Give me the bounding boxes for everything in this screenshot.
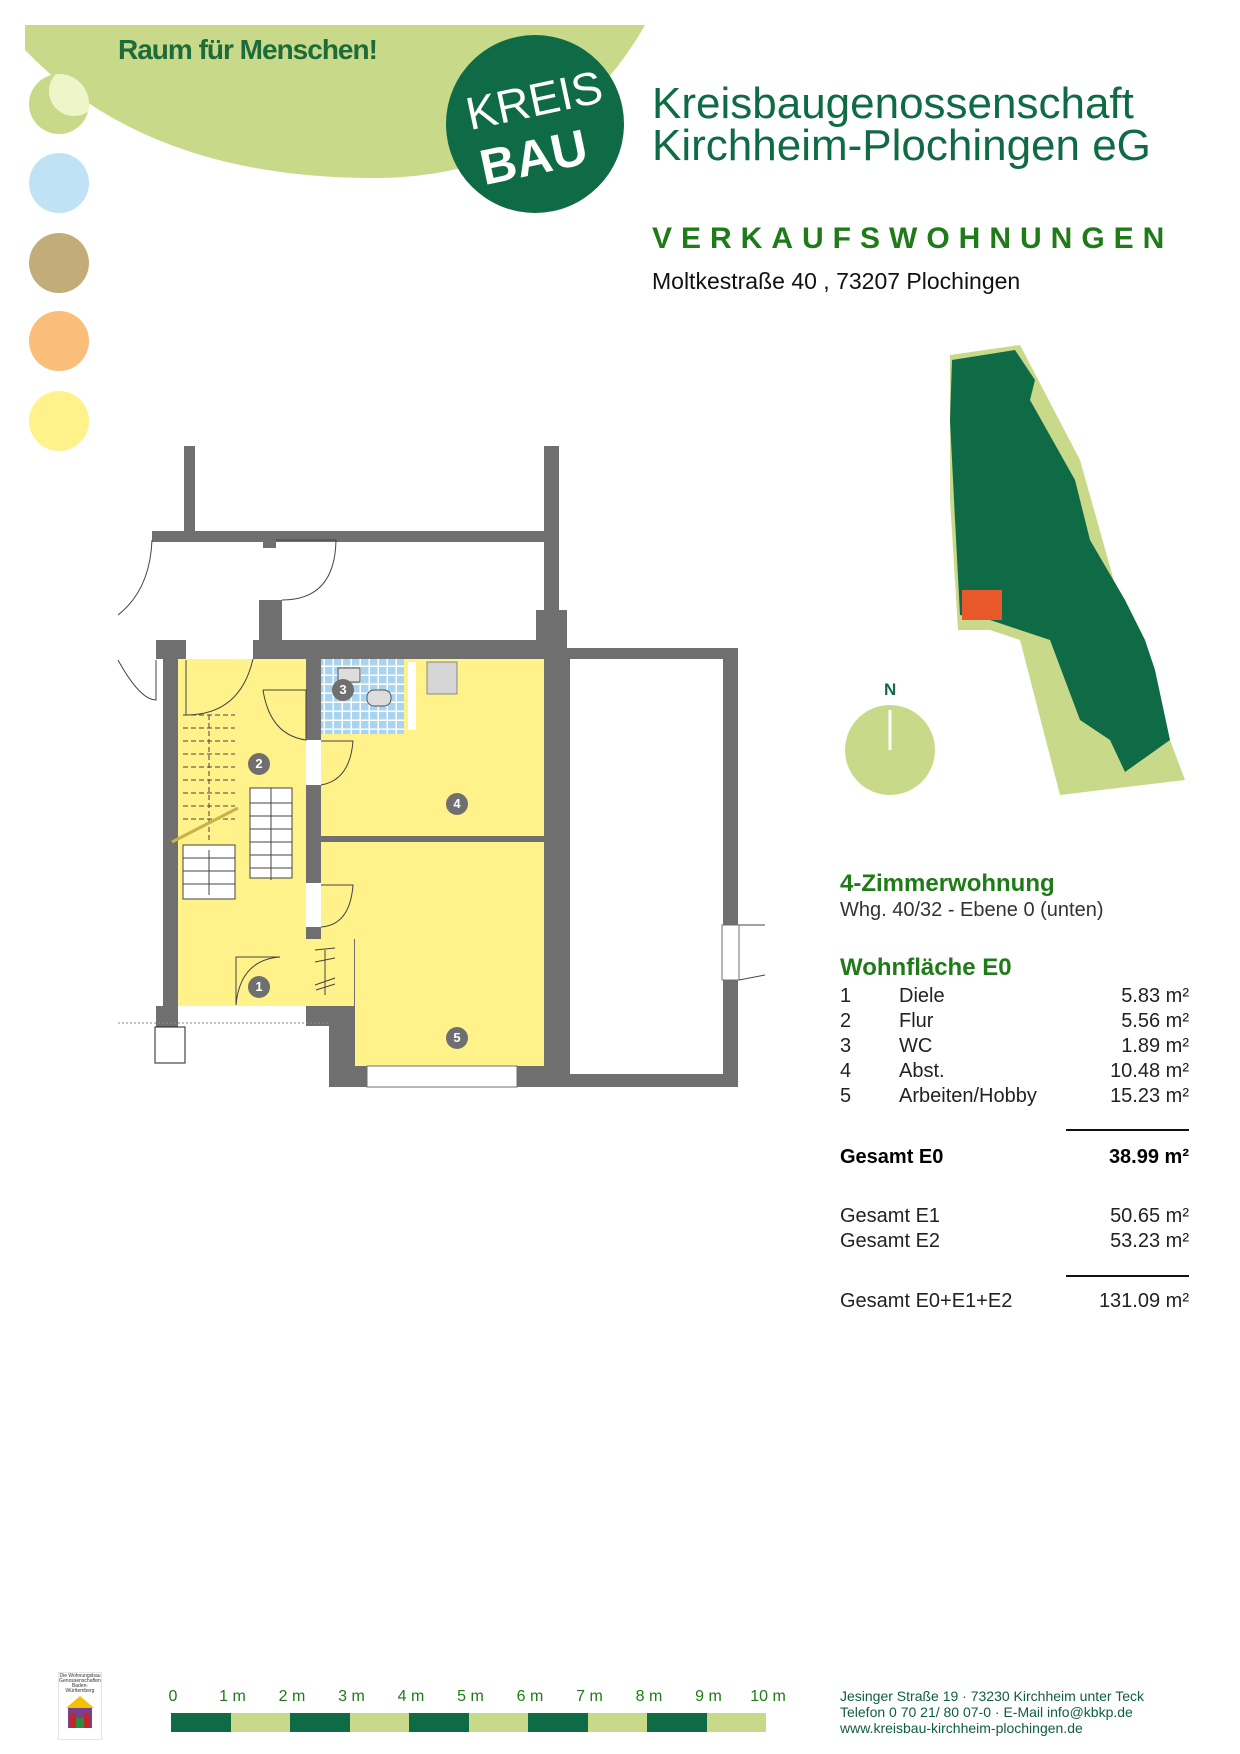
badge-text: Die Wohnungsbau Genossenschaften Baden-W… [59, 1673, 101, 1694]
site-plan [950, 345, 1185, 795]
room-name: Abst. [899, 1060, 945, 1082]
room-number-1: 1 [255, 979, 263, 994]
scale-segment [587, 1713, 647, 1732]
total-e1-row: Gesamt E1 50.65 m² [840, 1205, 1189, 1230]
scale-label: 5 m [457, 1688, 484, 1705]
scale-segment [409, 1713, 469, 1732]
total-e1-label: Gesamt E1 [840, 1205, 941, 1227]
apartment-type: 4-Zimmerwohnung [840, 870, 1055, 897]
room-area: 15.23 m² [1110, 1085, 1189, 1107]
room-area: 5.83 m² [1121, 985, 1189, 1007]
room-row: 2 Flur 5.56 m² [840, 1010, 1189, 1035]
room-name: Arbeiten/Hobby [899, 1085, 1037, 1107]
north-label: N [884, 680, 897, 699]
scale-segment [349, 1713, 409, 1732]
divider [1066, 1275, 1189, 1277]
slogan: Raum für Menschen! [118, 34, 378, 65]
room-name: Diele [899, 985, 945, 1007]
room-no: 5 [840, 1085, 852, 1107]
scale-label: 4 m [397, 1688, 425, 1705]
apartment-subtitle: Whg. 40/32 - Ebene 0 (unten) [840, 899, 1104, 921]
company-name-line1: Kreisbaugenossenschaft [652, 79, 1134, 128]
room-no: 2 [840, 1010, 852, 1032]
total-all-value: 131.09 m² [1098, 1290, 1189, 1312]
scale-bar [171, 1713, 766, 1732]
room-row: 3 WC 1.89 m² [840, 1035, 1189, 1060]
room-number-4: 4 [453, 796, 461, 811]
total-e2-label: Gesamt E2 [840, 1230, 941, 1252]
kreisbau-logo: KREIS BAU [446, 35, 624, 213]
scale-label: 10 m [750, 1688, 786, 1705]
room-area: 1.89 m² [1121, 1035, 1189, 1057]
room-name: Flur [899, 1010, 934, 1032]
total-all-row: Gesamt E0+E1+E2 131.09 m² [840, 1290, 1189, 1315]
scale-label: 1 m [219, 1688, 246, 1705]
decor-dot-4 [29, 311, 89, 371]
floor-plan [117, 446, 766, 1088]
room-number-2: 2 [255, 756, 263, 771]
room-no: 4 [840, 1060, 852, 1082]
scale-label: 8 m [635, 1688, 663, 1705]
room-name: WC [899, 1035, 933, 1057]
scale-label: 2 m [278, 1688, 306, 1705]
total-e0-label: Gesamt E0 [840, 1146, 944, 1168]
apartment-location-marker [962, 590, 1002, 620]
scale-segment [468, 1713, 528, 1732]
property-address: Moltkestraße 40 , 73207 Plochingen [652, 268, 1021, 294]
room-no: 1 [840, 985, 852, 1007]
scale-label: 7 m [576, 1688, 603, 1705]
decor-dot-1 [29, 74, 89, 134]
footer-address: Jesinger Straße 19 · 73230 Kirchheim unt… [840, 1688, 1145, 1704]
room-number-3: 3 [339, 682, 347, 697]
north-arrow [845, 705, 935, 795]
footer-contact[interactable]: Telefon 0 70 21/ 80 07-0 · E-Mail info@k… [840, 1704, 1133, 1720]
area-heading: Wohnfläche E0 [840, 954, 1012, 981]
decor-dot-3 [29, 233, 89, 293]
scale-segment [706, 1713, 766, 1732]
total-e0-value: 38.99 m² [1108, 1146, 1189, 1168]
page-title: VERKAUFSWOHNUNGEN [652, 222, 1174, 255]
total-all-label: Gesamt E0+E1+E2 [840, 1290, 1013, 1312]
scale-segment [171, 1713, 231, 1732]
room-area: 5.56 m² [1121, 1010, 1189, 1032]
divider [1066, 1129, 1189, 1131]
company-name-line2: Kirchheim-Plochingen eG [652, 121, 1151, 170]
decor-dot-5 [29, 391, 89, 451]
scale-segment [290, 1713, 350, 1732]
scale-label: 3 m [338, 1688, 365, 1705]
total-e2-row: Gesamt E2 53.23 m² [840, 1230, 1189, 1255]
scale-label: 0 [168, 1688, 178, 1705]
footer-website[interactable]: www.kreisbau-kirchheim-plochingen.de [840, 1720, 1083, 1736]
total-e0-row: Gesamt E0 38.99 m² [840, 1146, 1189, 1171]
scale-label: 9 m [695, 1688, 722, 1705]
scale-segment [230, 1713, 290, 1732]
room-row: 5 Arbeiten/Hobby 15.23 m² [840, 1085, 1189, 1110]
decor-dot-2 [29, 153, 89, 213]
scale-segment [647, 1713, 707, 1732]
total-e1-value: 50.65 m² [1110, 1205, 1189, 1227]
scale-label: 6 m [516, 1688, 544, 1705]
room-area: 10.48 m² [1110, 1060, 1189, 1082]
room-row: 4 Abst. 10.48 m² [840, 1060, 1189, 1085]
room-number-5: 5 [453, 1030, 461, 1045]
room-no: 3 [840, 1035, 852, 1057]
scale-segment [528, 1713, 588, 1732]
room-row: 1 Diele 5.83 m² [840, 985, 1189, 1010]
total-e2-value: 53.23 m² [1110, 1230, 1189, 1252]
cooperative-badge [58, 1672, 102, 1740]
